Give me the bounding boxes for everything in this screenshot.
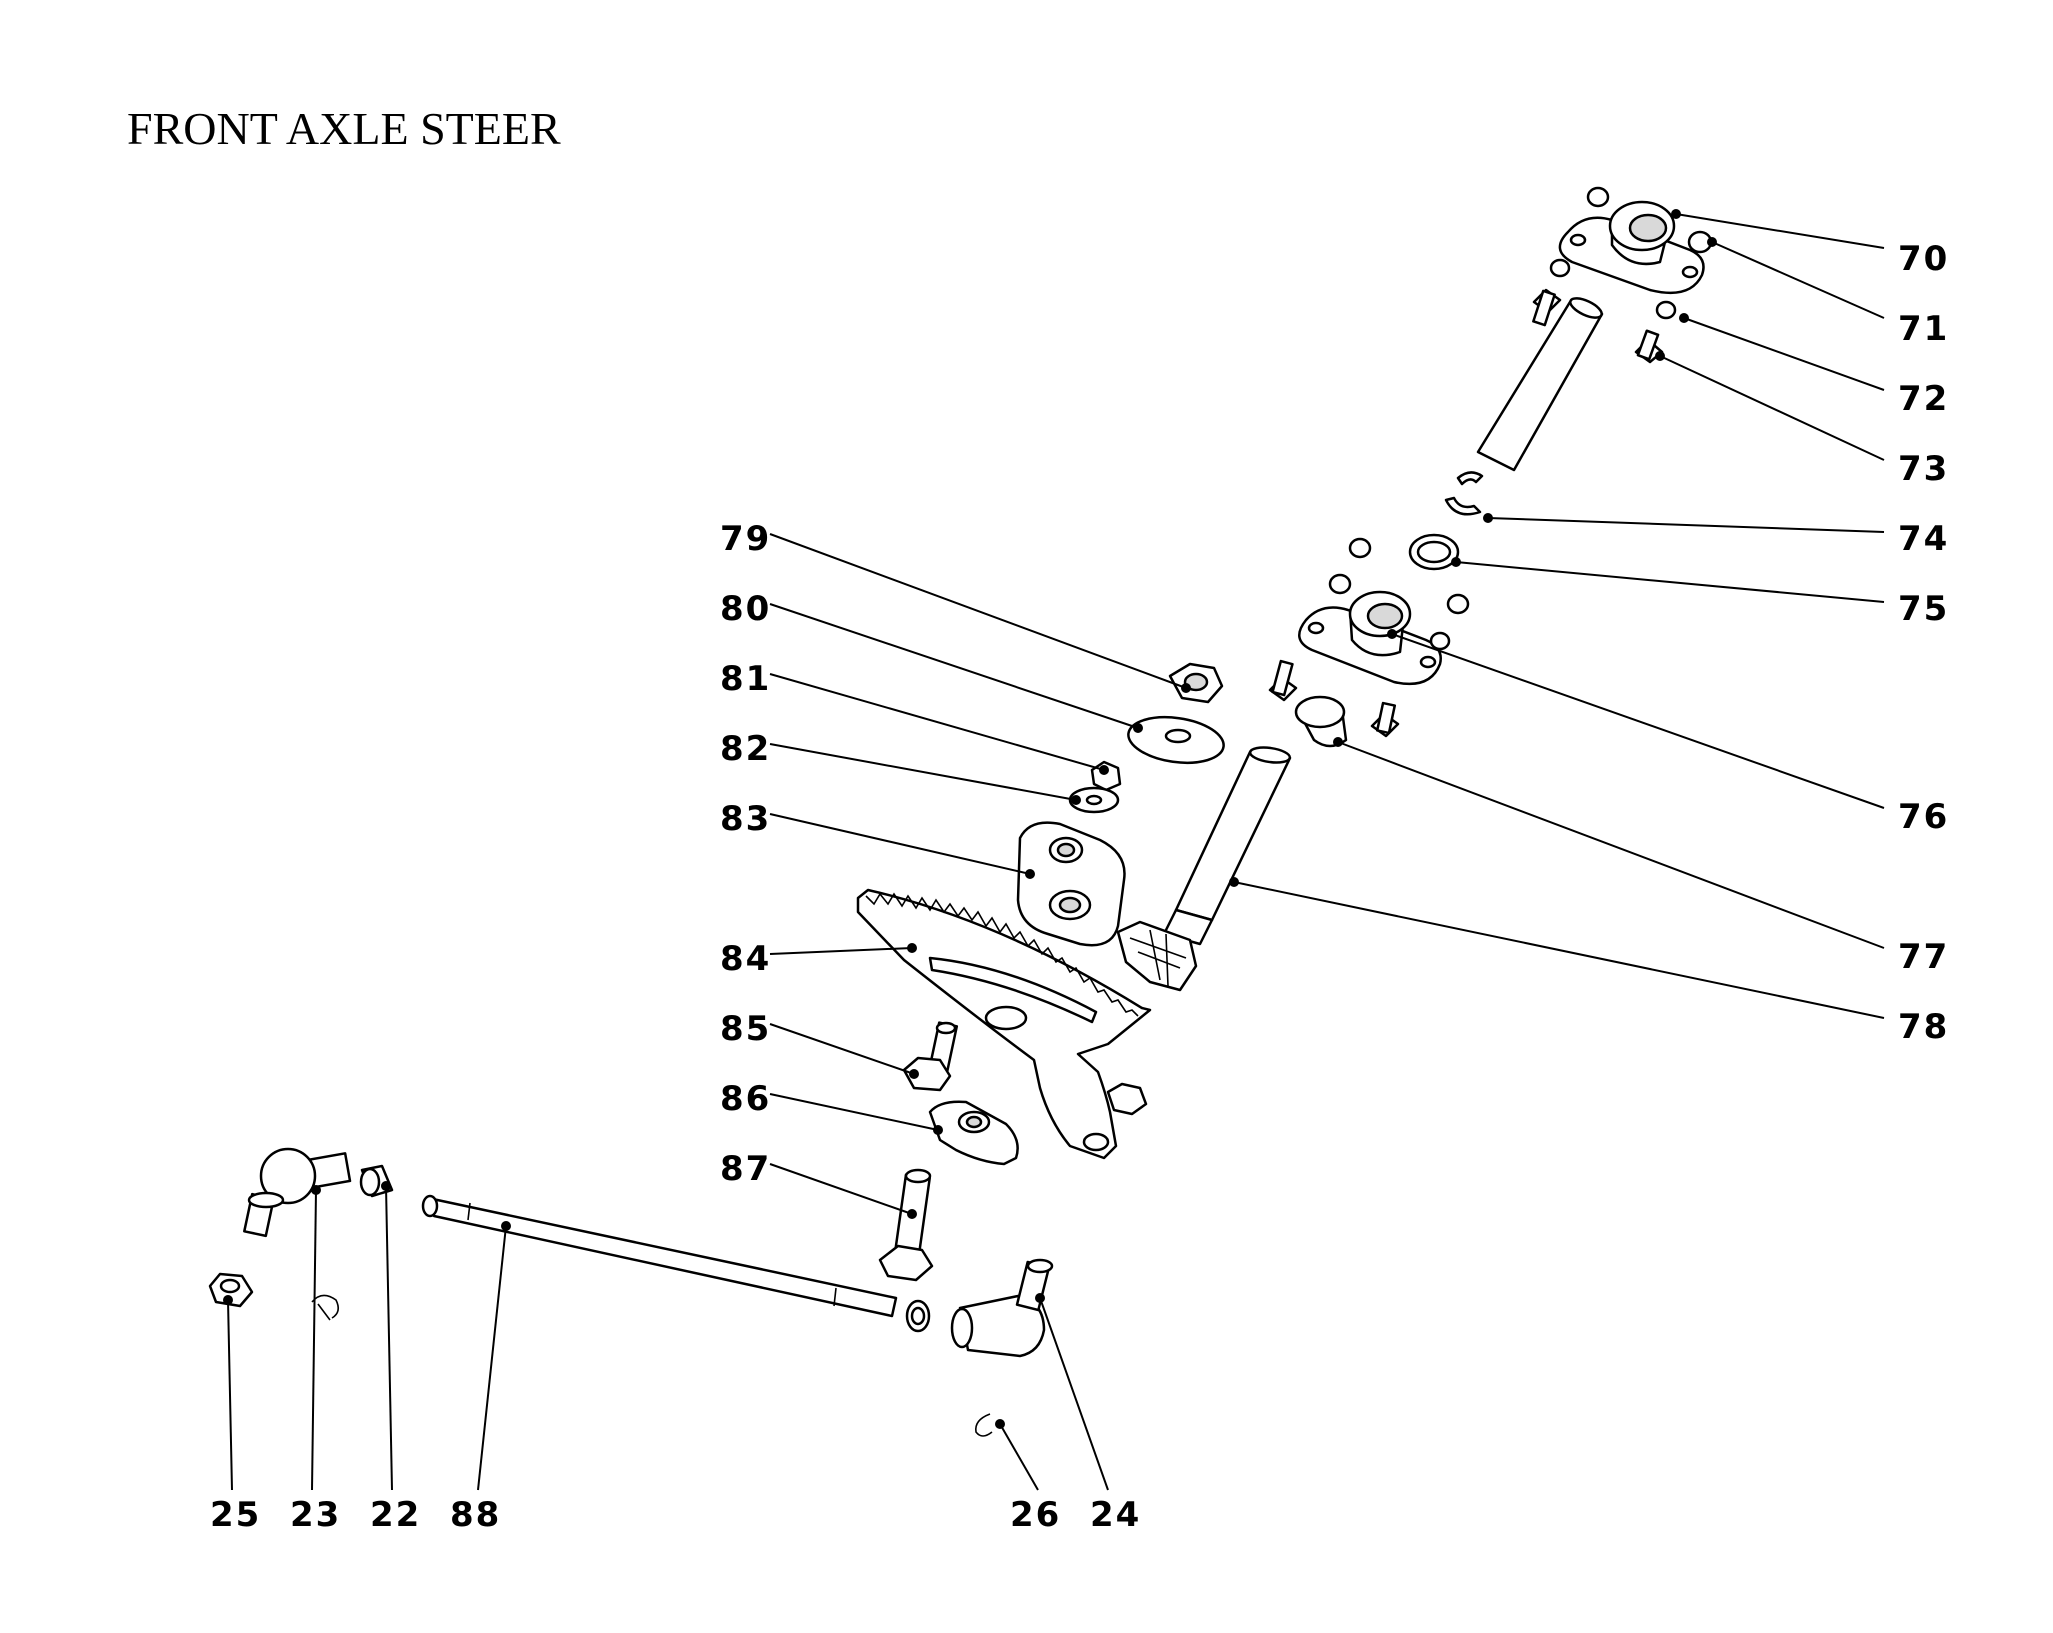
block-86 — [928, 1100, 1019, 1166]
rod-nut-24 — [905, 1299, 931, 1333]
callout-70: 70 — [1898, 239, 1949, 279]
leader-lines — [227, 213, 1885, 1491]
leader-dots — [223, 209, 1717, 1429]
diagram-title: FRONT AXLE STEER — [127, 103, 561, 154]
callout-23: 23 — [290, 1495, 341, 1535]
callout-82: 82 — [720, 729, 771, 769]
callout-83: 83 — [720, 799, 771, 839]
tie-rod-88 — [421, 1194, 898, 1318]
mount-plate-83 — [1016, 821, 1126, 947]
e-clip — [1444, 471, 1484, 516]
bolt-85 — [902, 1021, 959, 1092]
callout-86: 86 — [720, 1079, 771, 1119]
callout-78: 78 — [1898, 1007, 1949, 1047]
bushing-77 — [1294, 695, 1348, 748]
ring-75 — [1408, 533, 1460, 571]
washer-80 — [1127, 715, 1225, 765]
callout-24: 24 — [1090, 1495, 1141, 1535]
callout-84: 84 — [720, 939, 771, 979]
ball-joint-23 — [243, 1147, 352, 1238]
nut-25 — [208, 1272, 254, 1308]
callout-72: 72 — [1898, 379, 1949, 419]
callout-75: 75 — [1898, 589, 1949, 629]
bolt-87 — [878, 1168, 934, 1282]
callout-74: 74 — [1898, 519, 1949, 559]
upper-flange-bearing — [1558, 200, 1705, 295]
bolt-76-group — [1268, 659, 1400, 738]
callout-81: 81 — [720, 659, 771, 699]
nut-76-group — [1328, 537, 1470, 651]
callout-71: 71 — [1898, 309, 1949, 349]
callout-22: 22 — [370, 1495, 421, 1535]
callout-25: 25 — [210, 1495, 261, 1535]
callout-87: 87 — [720, 1149, 771, 1189]
cotter-clip-26 — [974, 1413, 993, 1437]
sector-gear-84 — [856, 888, 1152, 1160]
spacer-22 — [359, 1164, 394, 1198]
upper-steering-tube — [1476, 297, 1604, 472]
callout-80: 80 — [720, 589, 771, 629]
steering-shaft-pinion — [1116, 746, 1292, 992]
callout-88: 88 — [450, 1495, 501, 1535]
callout-76: 76 — [1898, 797, 1949, 837]
lower-flange-bearing — [1298, 590, 1442, 686]
callout-77: 77 — [1898, 937, 1949, 977]
callout-79: 79 — [720, 519, 771, 559]
callout-73: 73 — [1898, 449, 1949, 489]
callout-85: 85 — [720, 1009, 771, 1049]
washer-82 — [1068, 786, 1120, 814]
nut-79 — [1168, 662, 1224, 704]
sector-nut — [1106, 1082, 1148, 1116]
callout-26: 26 — [1010, 1495, 1061, 1535]
cotter-clip-23 — [311, 1294, 340, 1321]
elbow-joint-24 — [950, 1258, 1054, 1358]
